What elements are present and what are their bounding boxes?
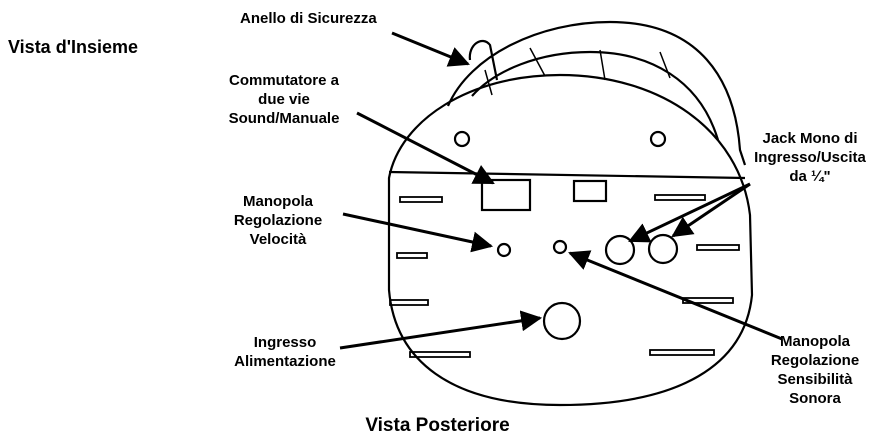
vent-slot — [396, 252, 428, 259]
label-switch-line: Commutatore a — [228, 72, 340, 89]
rear-view-title: Vista Posteriore — [365, 415, 510, 436]
vent-slot — [399, 196, 443, 203]
yoke-bracket — [446, 20, 747, 166]
label-jack-line: Jack Mono di — [762, 130, 858, 147]
arrow-jack-output — [671, 182, 751, 238]
yoke-ribs — [484, 47, 671, 96]
switch-box-small — [572, 179, 608, 203]
yoke-inner — [471, 50, 720, 141]
label-switch-line: Sound/Manuale — [228, 110, 340, 127]
label-speed-knob-line: Manopola — [243, 193, 313, 210]
mount-hole — [453, 130, 471, 148]
label-speed-knob-line: Velocità — [249, 231, 307, 248]
arrow-sensitivity-knob — [568, 250, 783, 341]
mount-hole — [649, 130, 667, 148]
sensitivity-knob — [552, 239, 568, 255]
arrow-speed-knob — [342, 212, 494, 253]
label-switch-line: due vie — [258, 91, 310, 108]
label-switch: Commutatore a due vie Sound/Manuale — [209, 71, 359, 128]
arrow-jack-input — [628, 182, 751, 243]
vent-slot — [696, 244, 740, 251]
housing — [387, 73, 754, 407]
label-speed-knob: Manopola Regolazione Velocità — [218, 192, 338, 249]
leader-arrows — [339, 31, 783, 350]
label-sensitivity-knob-line: Sensibilità — [777, 371, 853, 388]
device-body — [387, 20, 754, 407]
vent-slots — [389, 194, 740, 358]
speed-knob — [496, 242, 512, 258]
jack-input — [604, 234, 636, 266]
label-speed-knob-line: Regolazione — [233, 212, 323, 229]
label-jack: Jack Mono di Ingresso/Uscita da ¼" — [740, 129, 875, 186]
arrow-safety-ring — [391, 31, 470, 67]
label-jack-line: da ¼" — [789, 168, 831, 185]
switch-box — [480, 178, 532, 212]
band-line — [388, 170, 746, 180]
vent-slot — [654, 194, 706, 201]
arrow-power-input — [339, 310, 543, 350]
label-sensitivity-knob-line: Manopola — [780, 333, 850, 350]
label-safety-ring: Anello di Sicurezza — [240, 10, 377, 27]
arrow-switch — [356, 111, 495, 185]
overview-title: Vista d'Insieme — [8, 37, 139, 57]
label-sensitivity-knob-line: Sonora — [789, 390, 841, 407]
power-input — [542, 301, 582, 341]
vent-slot — [409, 351, 471, 358]
vent-slot — [682, 297, 734, 304]
label-power-input: Ingresso Alimentazione — [225, 333, 345, 371]
jack-output — [647, 233, 679, 265]
label-power-input-line: Alimentazione — [234, 353, 336, 370]
label-jack-line: Ingresso/Uscita — [754, 149, 866, 166]
safety-ring — [468, 39, 499, 81]
vent-slot — [649, 349, 715, 356]
label-power-input-line: Ingresso — [253, 334, 317, 351]
label-sensitivity-knob: Manopola Regolazione Sensibilità Sonora — [760, 332, 870, 408]
vent-slot — [389, 299, 429, 306]
label-sensitivity-knob-line: Regolazione — [770, 352, 860, 369]
